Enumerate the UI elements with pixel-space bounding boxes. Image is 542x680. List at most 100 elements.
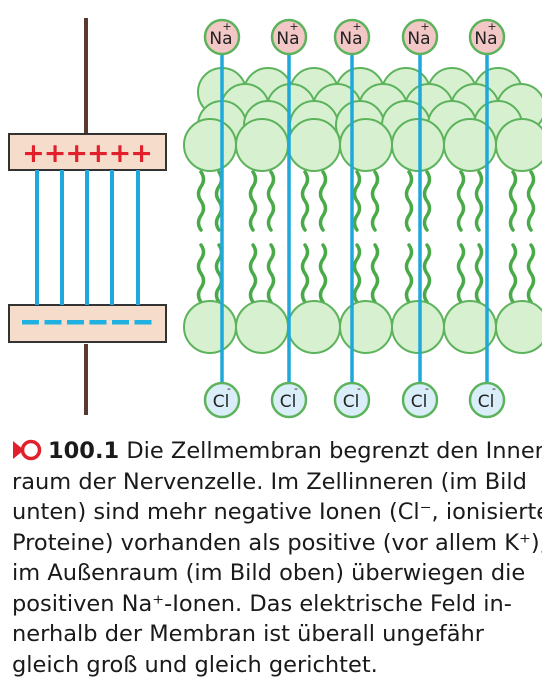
lipid-tail: [404, 243, 414, 304]
negative-charges: [22, 320, 152, 325]
chloride-ion: Cl-: [401, 381, 439, 419]
lipid-tail: [526, 243, 536, 304]
caption-line-6: positiven Na⁺-Ionen. Das elektrische Fel…: [12, 590, 512, 617]
chloride-ion-label: Cl: [343, 392, 360, 412]
sodium-ion-label: Na: [339, 29, 362, 49]
chloride-ion-circle: [203, 381, 241, 419]
lipid-tail: [474, 170, 484, 232]
lipid-tail: [422, 243, 432, 304]
lipid-tail: [474, 243, 484, 304]
sodium-ion-label: Na: [407, 29, 430, 49]
lipid-head: [183, 300, 237, 354]
chloride-ion-charge: -: [492, 382, 496, 395]
chloride-ion-label: Cl: [478, 392, 495, 412]
chloride-ion-charge: -: [357, 382, 361, 395]
chloride-ion-label: Cl: [280, 392, 297, 412]
caption-line-2: raum der Nervenzelle. Im Zellinneren (im…: [12, 468, 527, 495]
lipid-head: [339, 300, 393, 354]
chloride-ion: Cl-: [333, 381, 371, 419]
chloride-ion-label: Cl: [213, 392, 230, 412]
chloride-ions: Cl-Cl-Cl-Cl-Cl-: [203, 381, 506, 419]
sodium-ion: Na+: [203, 18, 241, 56]
capacitor-diagram: ++++++ ------: [8, 18, 167, 415]
caption-line-3: unten) sind mehr negative Ionen (Cl⁻, io…: [12, 499, 542, 525]
sodium-ion-label: Na: [209, 29, 232, 49]
lipid-tail: [456, 243, 466, 304]
chloride-ion: Cl-: [203, 381, 241, 419]
minus-sign: [67, 320, 84, 325]
chloride-ion: Cl-: [468, 381, 506, 419]
sodium-ions: Na+Na+Na+Na+Na+: [203, 18, 506, 56]
sodium-ion-circle: [468, 18, 506, 56]
lipid-head: [495, 118, 542, 172]
lipid-tail: [248, 243, 258, 304]
lipid-tail: [266, 170, 276, 232]
figure-number: 100.1: [48, 438, 120, 464]
caption-line-4: Proteine) vorhanden als positive (vor al…: [12, 529, 542, 556]
lipid-tail: [508, 170, 518, 232]
lipid-head: [235, 118, 289, 172]
lipid-tail: [248, 170, 258, 232]
lipid-head: [391, 300, 445, 354]
chloride-ion-circle: [333, 381, 371, 419]
chloride-ion-circle: [468, 381, 506, 419]
lipid-head: [391, 118, 445, 172]
lipid-head: [287, 300, 341, 354]
sodium-ion-charge: +: [289, 20, 298, 33]
chloride-ion-circle: [401, 381, 439, 419]
minus-sign: [112, 320, 129, 325]
minus-sign: [134, 320, 152, 325]
lipid-tail: [266, 243, 276, 304]
sodium-ion: Na+: [468, 18, 506, 56]
figure-marker-icon: [13, 439, 42, 461]
lipid-tail: [318, 243, 328, 304]
sodium-ion-label: Na: [474, 29, 497, 49]
lipid-head: [287, 118, 341, 172]
lipid-tail: [318, 170, 328, 232]
chloride-ion-charge: -: [294, 382, 298, 395]
minus-sign: [89, 320, 107, 325]
sodium-ion: Na+: [270, 18, 308, 56]
minus-sign: [22, 320, 39, 325]
sodium-ion-circle: [401, 18, 439, 56]
chloride-ion-label: Cl: [411, 392, 428, 412]
lipid-tail: [300, 243, 310, 304]
lipid-tail: [196, 170, 206, 232]
sodium-ion: Na+: [401, 18, 439, 56]
capacitor-plate-positive: [8, 133, 167, 171]
lipid-tail: [456, 170, 466, 232]
caption-line-1: Die Zellmembran begrenzt den Innen-: [126, 438, 542, 464]
lipid-tail: [526, 170, 536, 232]
lipid-tail: [352, 170, 362, 232]
caption-line-5: im Außenraum (im Bild oben) überwiegen d…: [12, 560, 526, 586]
capacitor-field-lines: [35, 170, 140, 305]
sodium-ion-charge: +: [352, 20, 361, 33]
lipid-tail: [422, 170, 432, 232]
membrane-figure: ++++++ ------ Na+Na+Na+Na+Na+ Cl-Cl-Cl-C…: [8, 18, 542, 419]
lipid-tail: [370, 170, 380, 232]
lipid-tail: [196, 243, 206, 304]
sodium-ion-label: Na: [276, 29, 299, 49]
sodium-ion-charge: +: [222, 20, 231, 33]
lipid-head: [339, 118, 393, 172]
sodium-ion-circle: [270, 18, 308, 56]
lipid-tail: [352, 243, 362, 304]
sodium-ion-charge: +: [487, 20, 496, 33]
lipid-tail: [300, 170, 310, 232]
figure-caption: 100.1 Die Zellmembran begrenzt den Innen…: [12, 436, 542, 680]
lipid-head: [183, 118, 237, 172]
caption-line-7: nerhalb der Membran ist überall ungefähr: [12, 621, 485, 647]
lipid-head: [235, 300, 289, 354]
sodium-ion-circle: [333, 18, 371, 56]
sodium-ion-circle: [203, 18, 241, 56]
sodium-ion: Na+: [333, 18, 371, 56]
sodium-ion-charge: +: [420, 20, 429, 33]
lipid-tail: [508, 243, 518, 304]
minus-sign: [44, 320, 62, 325]
positive-charges: ++++++: [22, 138, 152, 169]
chloride-ion-charge: -: [425, 382, 429, 395]
caption-line-8: gleich groß und gleich gerichtet.: [12, 651, 378, 678]
lipid-tail: [370, 243, 380, 304]
ion-field-lines: [220, 52, 489, 384]
chloride-ion-circle: [270, 381, 308, 419]
